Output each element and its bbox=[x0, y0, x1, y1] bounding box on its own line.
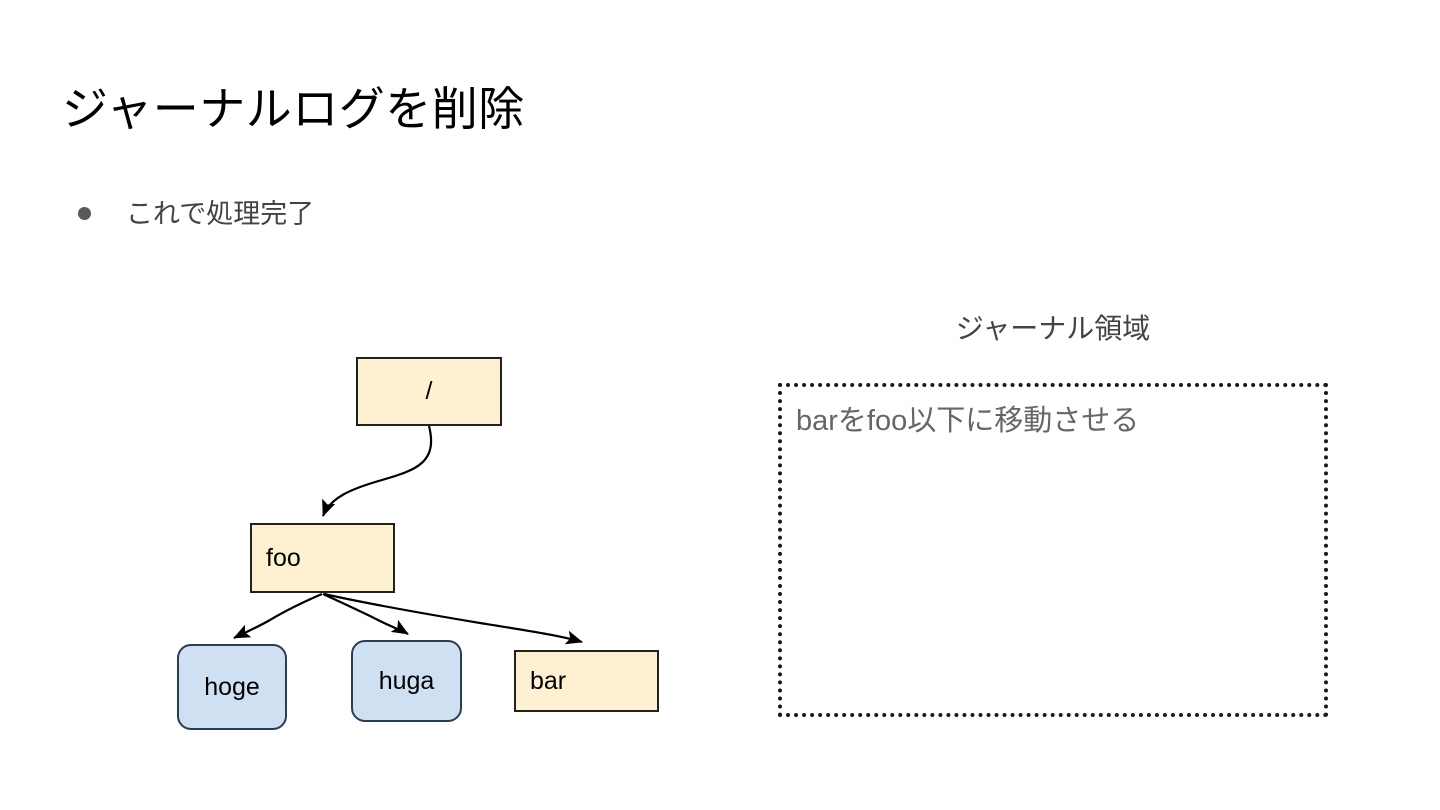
tree-node-foo[interactable]: foo bbox=[250, 523, 395, 593]
tree-node-bar-label: bar bbox=[530, 666, 567, 695]
edge-root-to-foo bbox=[321, 425, 433, 517]
bullet-dot-icon bbox=[78, 207, 91, 220]
journal-area-box: barをfoo以下に移動させる bbox=[778, 383, 1328, 717]
tree-node-huga-label: huga bbox=[378, 666, 435, 695]
tree-node-root-label: / bbox=[425, 377, 433, 405]
page-title: ジャーナルログを削除 bbox=[62, 83, 525, 135]
edge-foo-to-huga bbox=[322, 593, 409, 635]
tree-node-hoge[interactable]: hoge bbox=[177, 644, 287, 730]
tree-node-huga[interactable]: huga bbox=[351, 640, 462, 722]
bullet-list: これで処理完了 bbox=[78, 196, 778, 240]
edge-foo-to-hoge bbox=[233, 592, 323, 639]
bullet-text: これで処理完了 bbox=[126, 199, 315, 229]
list-item: これで処理完了 bbox=[78, 196, 778, 232]
journal-entry: barをfoo以下に移動させる bbox=[796, 405, 1140, 437]
tree-node-root[interactable]: / bbox=[356, 357, 502, 426]
tree-node-foo-label: foo bbox=[266, 543, 301, 572]
tree-node-bar[interactable]: bar bbox=[514, 650, 659, 712]
tree-node-hoge-label: hoge bbox=[204, 672, 260, 701]
edge-foo-to-bar bbox=[323, 592, 583, 645]
journal-area-title: ジャーナル領域 bbox=[955, 313, 1151, 344]
